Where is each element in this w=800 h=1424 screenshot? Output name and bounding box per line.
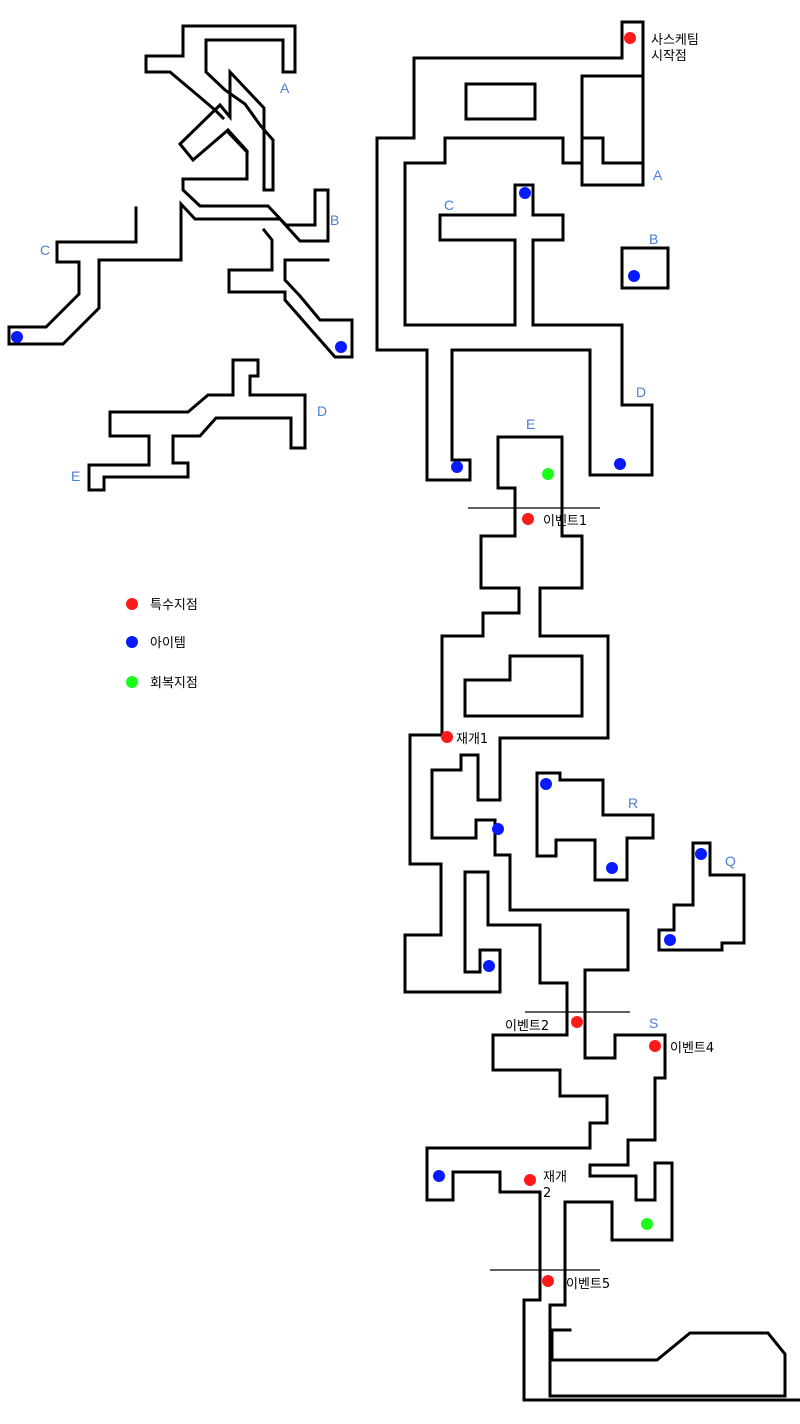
- letter-main-d: D: [636, 384, 646, 400]
- event5-label: 이벤트5: [566, 1277, 610, 1292]
- main-mid-maze: [403, 435, 800, 1402]
- marker-item: [606, 862, 618, 874]
- letter-left-e: E: [71, 468, 80, 484]
- marker-item: [540, 778, 552, 790]
- legend: 특수지점 아이템 회복지점: [126, 598, 198, 691]
- marker-item: [451, 461, 463, 473]
- left-lower-maze: [87, 358, 307, 492]
- marker-item: [335, 341, 347, 353]
- letter-main-a: A: [653, 167, 663, 183]
- markers: [11, 32, 707, 1287]
- resume2-label-line1: 재개: [543, 1170, 567, 1185]
- legend-special-swatch: [126, 598, 138, 610]
- marker-resume2-special: [524, 1174, 536, 1186]
- letter-left-d: D: [317, 403, 327, 419]
- marker-event5-special: [542, 1275, 554, 1287]
- letter-main-b: B: [649, 231, 658, 247]
- marker-item: [433, 1170, 445, 1182]
- start-label-line1: 사스케팀: [651, 33, 699, 48]
- letter-left-a: A: [280, 80, 290, 96]
- marker-item: [695, 848, 707, 860]
- event4-label: 이벤트4: [670, 1041, 714, 1056]
- annotations: 사스케팀 시작점 이벤트1 재개1 이벤트2 이벤트4 재개 2 이벤트5: [456, 33, 714, 1292]
- marker-event4-special: [649, 1040, 661, 1052]
- marker-event1-special: [522, 513, 534, 525]
- start-label-line2: 시작점: [651, 49, 687, 64]
- letter-r: R: [628, 795, 638, 811]
- marker-item: [483, 960, 495, 972]
- marker-item: [664, 934, 676, 946]
- letter-s: S: [649, 1015, 658, 1031]
- letter-left-b: B: [330, 212, 339, 228]
- marker-item: [614, 458, 626, 470]
- marker-start-special: [624, 32, 636, 44]
- letter-left-c: C: [40, 242, 50, 258]
- marker-recovery: [641, 1218, 653, 1230]
- resume1-label: 재개1: [456, 732, 488, 747]
- marker-recovery: [542, 468, 554, 480]
- marker-event2-special: [571, 1016, 583, 1028]
- resume2-label-line2: 2: [543, 1186, 551, 1201]
- event2-label: 이벤트2: [505, 1019, 549, 1034]
- room-letters: A B C D E A B C D E R Q S: [40, 80, 736, 1031]
- legend-item-label: 아이템: [150, 636, 186, 651]
- legend-recovery-swatch: [126, 676, 138, 688]
- letter-main-e: E: [526, 416, 535, 432]
- letter-q: Q: [725, 853, 736, 869]
- main-upper-maze: [375, 20, 670, 482]
- marker-item: [519, 187, 531, 199]
- legend-recovery-label: 회복지점: [150, 676, 198, 691]
- legend-special-label: 특수지점: [150, 598, 198, 613]
- left-upper-maze: [7, 24, 354, 359]
- event1-label: 이벤트1: [543, 514, 587, 529]
- marker-item: [492, 823, 504, 835]
- marker-item: [628, 270, 640, 282]
- legend-item-swatch: [126, 636, 138, 648]
- marker-resume1-special: [441, 731, 453, 743]
- marker-item: [11, 331, 23, 343]
- letter-main-c: C: [444, 197, 454, 213]
